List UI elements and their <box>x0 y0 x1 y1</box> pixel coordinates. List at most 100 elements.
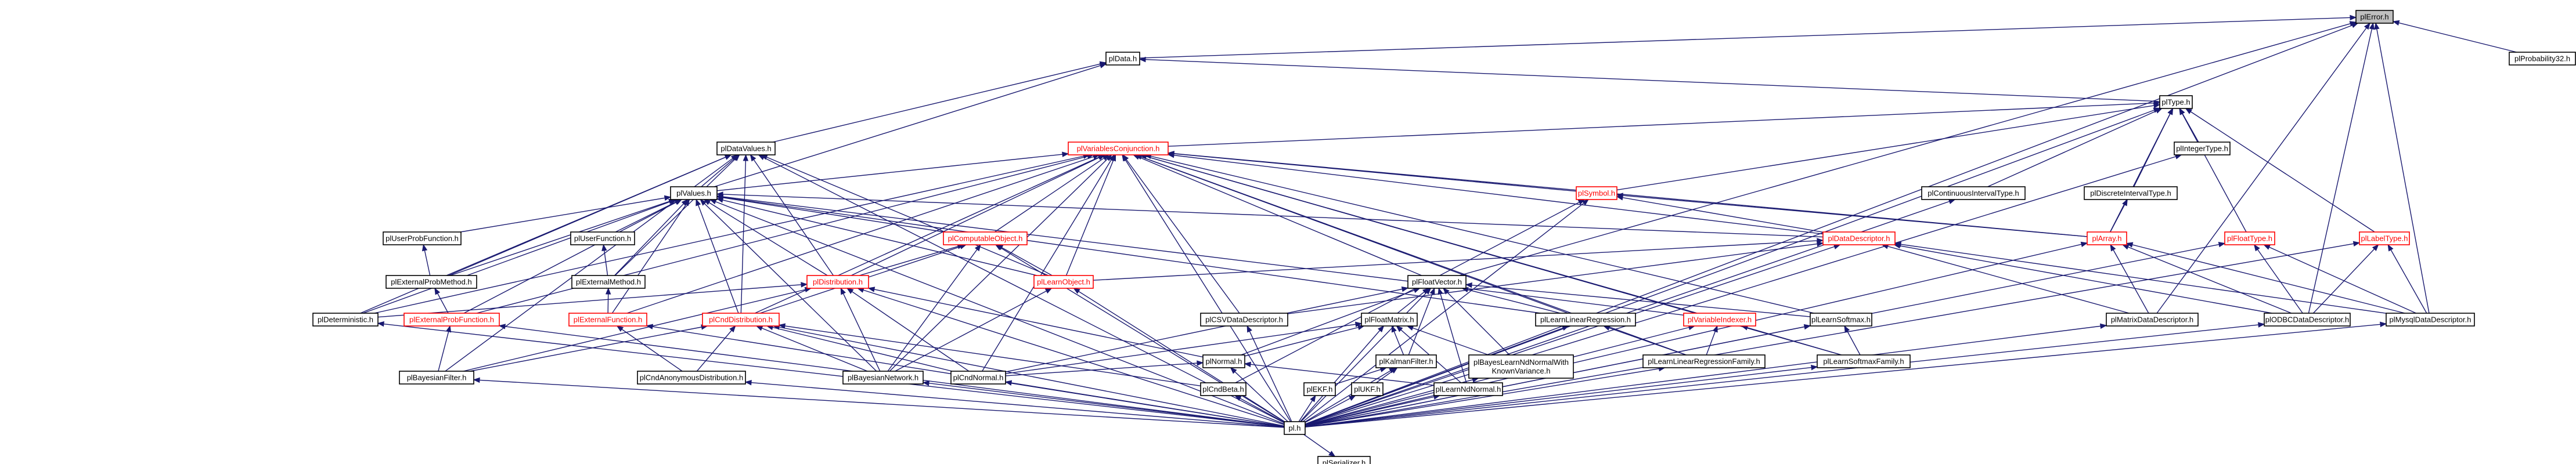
arrowhead <box>1396 325 1403 332</box>
node-plLabelType[interactable]: plLabelType.h <box>2359 231 2410 245</box>
node-plLearnObject[interactable]: plLearnObject.h <box>1033 275 1094 289</box>
node-plExternalFunction[interactable]: plExternalFunction.h <box>568 313 647 327</box>
arrowhead <box>1004 380 1013 386</box>
dependency-edge <box>895 288 1052 372</box>
node-label: plLearnObject.h <box>1037 278 1090 287</box>
node-plNormal[interactable]: plNormal.h <box>1202 354 1245 368</box>
node-plCSVDataDescriptor[interactable]: plCSVDataDescriptor.h <box>1200 313 1288 327</box>
dependency-edge <box>750 154 834 276</box>
node-plCndDistribution[interactable]: plCndDistribution.h <box>702 313 780 327</box>
node-plType[interactable]: plType.h <box>2159 95 2193 109</box>
node-plCndAnonymousDistribution[interactable]: plCndAnonymousDistribution.h <box>637 371 746 385</box>
node-plDistribution[interactable]: plDistribution.h <box>806 275 869 289</box>
node-plLearnLinearRegressionFamily[interactable]: plLearnLinearRegressionFamily.h <box>1642 354 1766 368</box>
node-plUserFunction[interactable]: plUserFunction.h <box>570 231 635 245</box>
node-plBayesianFilter[interactable]: plBayesianFilter.h <box>399 371 474 385</box>
arrowhead <box>2263 244 2271 250</box>
node-plUKF[interactable]: plUKF.h <box>1351 382 1384 396</box>
node-label: plDeterministic.h <box>318 316 373 324</box>
node-plUserProbFunction[interactable]: plUserProbFunction.h <box>383 231 462 245</box>
node-plArray[interactable]: plArray.h <box>2087 231 2127 245</box>
node-box <box>1576 186 1617 200</box>
node-plData[interactable]: plData.h <box>1105 52 1140 66</box>
arrowhead <box>995 244 1003 251</box>
node-plCndBeta[interactable]: plCndBeta.h <box>1200 382 1246 396</box>
node-label: plFloatVector.h <box>1412 278 1462 287</box>
node-plSerializer[interactable]: plSerializer.h <box>1317 456 1371 464</box>
node-label: plFloatMatrix.h <box>1364 316 1414 324</box>
node-plFloatType[interactable]: plFloatType.h <box>2224 231 2275 245</box>
dependency-edge <box>611 199 690 314</box>
dependency-edge <box>772 62 1107 143</box>
node-plError[interactable]: plError.h <box>2355 10 2394 24</box>
node-plVariableIndexer[interactable]: plVariableIndexer.h <box>1683 313 1756 327</box>
node-box <box>1200 313 1288 327</box>
node-plDiscreteIntervalType[interactable]: plDiscreteIntervalType.h <box>2084 186 2178 200</box>
dependency-edge <box>1305 325 1569 425</box>
node-plFloatMatrix[interactable]: plFloatMatrix.h <box>1361 313 1418 327</box>
node-box <box>570 231 635 245</box>
arrowhead <box>2153 107 2161 113</box>
node-plCndNormal[interactable]: plCndNormal.h <box>950 371 1006 385</box>
dependency-edge <box>1438 288 1467 383</box>
dependency-edge <box>994 154 1109 233</box>
arrowhead <box>1803 324 1811 330</box>
arrowhead <box>1844 325 1850 333</box>
arrowhead <box>724 154 732 160</box>
node-plSymbol[interactable]: plSymbol.h <box>1576 186 1617 200</box>
arrowhead <box>601 244 607 252</box>
node-plODBCDataDescriptor[interactable]: plODBCDataDescriptor.h <box>2264 313 2351 327</box>
node-plProbability32[interactable]: plProbability32.h <box>2509 52 2576 66</box>
node-plValues[interactable]: plValues.h <box>670 186 718 200</box>
node-plDataValues[interactable]: plDataValues.h <box>716 142 776 155</box>
arrowhead <box>1062 151 1069 157</box>
dependency-edge <box>716 153 1069 191</box>
node-plComputableObject[interactable]: plComputableObject.h <box>943 231 1028 245</box>
node-plFloatVector[interactable]: plFloatVector.h <box>1407 275 1467 289</box>
node-label: plBayesianFilter.h <box>407 374 467 382</box>
dependency-edge <box>1234 395 1285 423</box>
dependency-edge <box>2122 244 2292 314</box>
dependency-edge <box>716 195 1684 316</box>
dependency-edge <box>1305 367 1396 422</box>
node-plDataDescriptor[interactable]: plDataDescriptor.h <box>1822 231 1896 245</box>
node-box <box>1200 382 1246 396</box>
node-plContinuousIntervalType[interactable]: plContinuousIntervalType.h <box>1921 186 2026 200</box>
arrowhead <box>664 195 672 201</box>
arrowhead <box>1244 361 1251 368</box>
dependency-edge <box>1241 288 1420 356</box>
node-plExternalProbFunction[interactable]: plExternalProbFunction.h <box>403 313 500 327</box>
node-plDeterministic[interactable]: plDeterministic.h <box>312 313 379 327</box>
arrowhead <box>473 377 480 383</box>
node-plIntegerType[interactable]: plIntegerType.h <box>2174 142 2231 155</box>
node-pl[interactable]: pl.h <box>1284 421 1306 435</box>
node-plEKF[interactable]: plEKF.h <box>1303 382 1336 396</box>
arrowhead <box>1044 288 1053 294</box>
arrowhead <box>1465 282 1472 288</box>
dependency-edge <box>779 324 1201 387</box>
node-plLearnSoftmaxFamily[interactable]: plLearnSoftmaxFamily.h <box>1817 354 1911 368</box>
node-plVariablesConjunction[interactable]: plVariablesConjunction.h <box>1068 142 1169 155</box>
node-plKalmanFilter[interactable]: plKalmanFilter.h <box>1375 354 1437 368</box>
node-plLearnNdNormal[interactable]: plLearnNdNormal.h <box>1433 382 1503 396</box>
node-plBayesianNetwork[interactable]: plBayesianNetwork.h <box>842 371 924 385</box>
node-box <box>312 313 379 327</box>
node-plMatrixDataDescriptor[interactable]: plMatrixDataDescriptor.h <box>2106 313 2199 327</box>
arrowhead <box>2351 23 2359 28</box>
dependency-edge <box>1168 102 2160 147</box>
dependency-edge <box>2185 108 2375 233</box>
node-label: plComputableObject.h <box>948 234 1023 243</box>
node-box <box>2359 231 2410 245</box>
dependency-edge <box>1305 323 2387 427</box>
dependency-edge <box>1396 325 1461 383</box>
node-plExternalMethod[interactable]: plExternalMethod.h <box>571 275 646 289</box>
node-plLearnLinearRegression[interactable]: plLearnLinearRegression.h <box>1535 313 1636 327</box>
node-plExternalProbMethod[interactable]: plExternalProbMethod.h <box>386 275 477 289</box>
arrowhead <box>2080 241 2088 247</box>
node-plLearnSoftmax[interactable]: plLearnSoftmax.h <box>1810 313 1872 327</box>
arrowhead <box>1246 325 1252 333</box>
node-box <box>1105 52 1140 66</box>
node-plMysqlDataDescriptor[interactable]: plMysqlDataDescriptor.h <box>2386 313 2475 327</box>
arrowhead <box>683 198 690 206</box>
